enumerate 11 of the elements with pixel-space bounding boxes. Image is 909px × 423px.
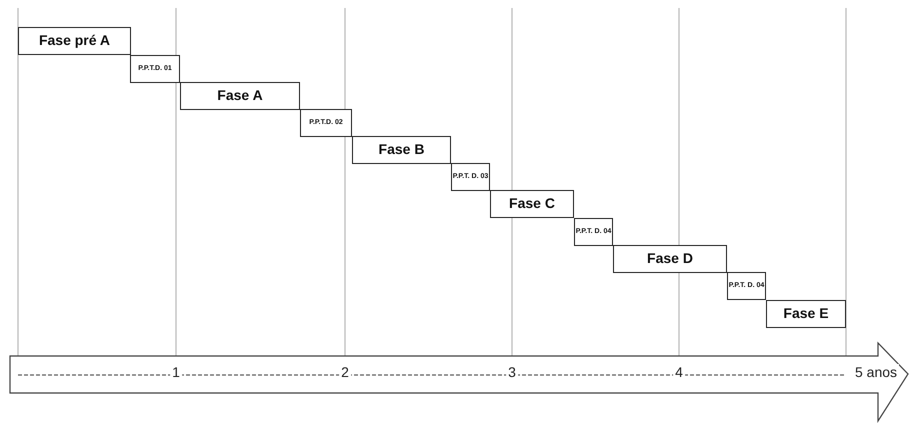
phase-box: Fase D [613, 245, 727, 273]
phase-box: Fase E [766, 300, 846, 328]
phase-box: Fase B [352, 136, 451, 164]
axis-label: 2 [339, 364, 351, 380]
phase-box: Fase C [490, 190, 574, 218]
axis-label: 4 [673, 364, 685, 380]
phase-box: Fase pré A [18, 27, 131, 55]
phase-box: Fase A [180, 82, 300, 110]
axis-label: 1 [170, 364, 182, 380]
axis-label: 5 anos [852, 364, 900, 380]
axis-label: 3 [506, 364, 518, 380]
